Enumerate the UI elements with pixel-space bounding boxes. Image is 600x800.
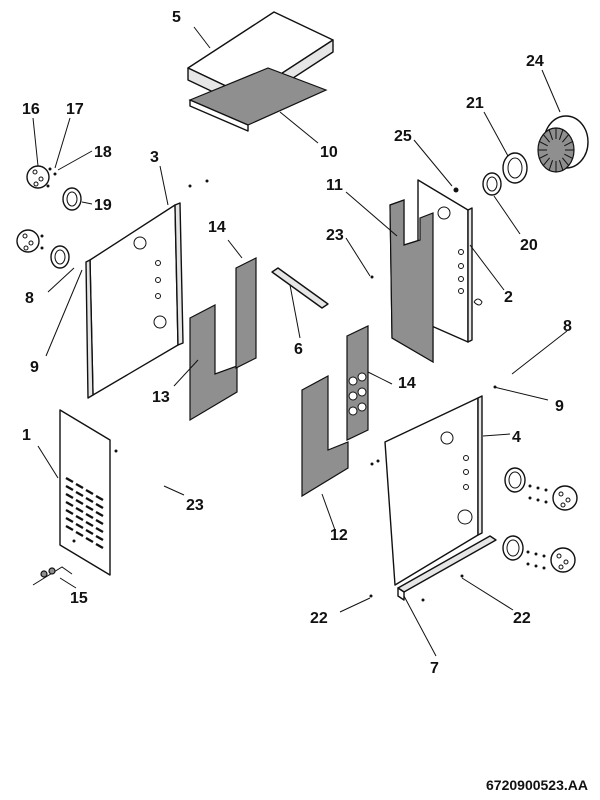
- callout-12: 12: [330, 527, 348, 544]
- part-3-left-panel[interactable]: [85, 179, 209, 399]
- callout-11: 11: [326, 177, 343, 194]
- callout-16: 16: [22, 101, 40, 118]
- left-upper-fittings[interactable]: [26, 165, 82, 211]
- callout-21: 21: [466, 95, 484, 112]
- callout-6: 6: [294, 341, 303, 358]
- left-lower-fittings[interactable]: [16, 229, 70, 269]
- part-20-ring[interactable]: [482, 172, 502, 196]
- part-21-gasket-ring[interactable]: [502, 152, 528, 184]
- part-14-insulation-strip-upper[interactable]: [235, 257, 257, 369]
- part-14-insulation-strip-lower[interactable]: [346, 325, 369, 441]
- callout-17: 17: [66, 101, 84, 118]
- callout-10: 10: [320, 144, 338, 161]
- right-lower-fittings[interactable]: [502, 535, 576, 573]
- callout-24: 24: [526, 53, 544, 70]
- callout-14-lower: 14: [398, 375, 416, 392]
- callout-22-left: 22: [310, 610, 328, 627]
- callout-9-left: 9: [30, 359, 39, 376]
- callout-3: 3: [150, 149, 159, 166]
- callout-4: 4: [512, 429, 521, 446]
- callout-2: 2: [504, 289, 513, 306]
- callout-18: 18: [94, 144, 112, 161]
- part-1-front-panel[interactable]: [59, 409, 118, 576]
- callout-23-upper: 23: [326, 227, 344, 244]
- callout-labels: 5 10 3 16 17 18 19 8 9 14 6 13 1 23 15 2…: [22, 9, 572, 677]
- callout-7: 7: [430, 660, 439, 677]
- leader-lines: [32, 26, 568, 657]
- callout-13: 13: [152, 389, 170, 406]
- callout-25: 25: [394, 128, 412, 145]
- callout-14-upper: 14: [208, 219, 226, 236]
- part-10-top-insulation[interactable]: [188, 67, 328, 132]
- right-upper-fittings[interactable]: [504, 467, 578, 511]
- callout-23-lower: 23: [186, 497, 204, 514]
- part-12-insulation-l-right[interactable]: [301, 374, 349, 498]
- part-15-screws[interactable]: [32, 566, 73, 586]
- callout-15: 15: [70, 590, 88, 607]
- callout-1: 1: [22, 427, 31, 444]
- callout-22-right: 22: [513, 610, 531, 627]
- part-4-right-panel[interactable]: [370, 385, 497, 586]
- callout-20: 20: [520, 237, 538, 254]
- part-11-rear-insulation[interactable]: [370, 179, 483, 364]
- part-24-blower[interactable]: [537, 115, 589, 173]
- part-13-insulation-l-left[interactable]: [189, 304, 238, 422]
- part-7-bottom-rail[interactable]: [369, 535, 497, 602]
- callout-9-right: 9: [555, 398, 564, 415]
- callout-8-left: 8: [25, 290, 34, 307]
- part-6-cross-bar[interactable]: [271, 267, 329, 309]
- callout-5: 5: [172, 9, 181, 26]
- callout-19: 19: [94, 197, 112, 214]
- callout-8-right: 8: [563, 318, 572, 335]
- drawing-code: 6720900523.AA: [486, 777, 588, 793]
